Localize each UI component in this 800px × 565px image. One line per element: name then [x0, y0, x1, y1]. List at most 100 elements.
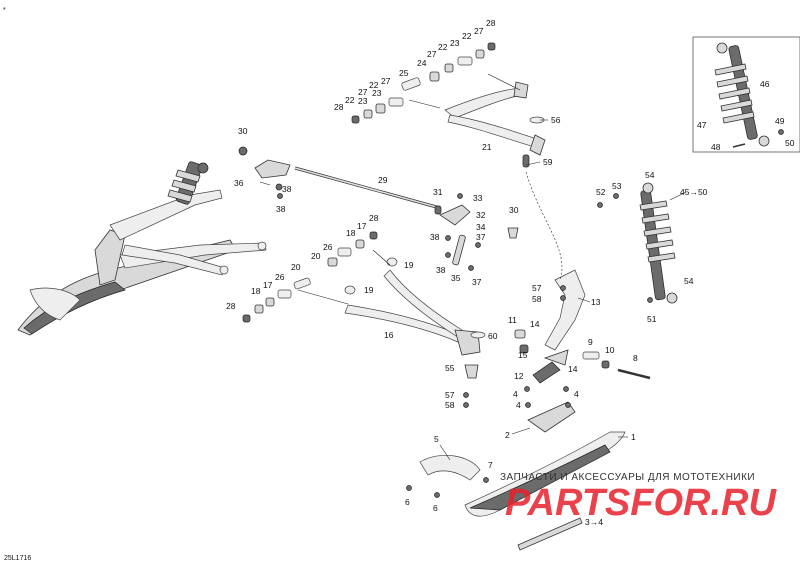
callout-28: 28	[369, 213, 379, 223]
callout-60: 60	[488, 331, 498, 341]
callout-22: 22	[345, 95, 355, 105]
callout-18: 18	[346, 228, 356, 238]
callout-51: 51	[647, 314, 657, 324]
callout-20: 20	[311, 251, 321, 261]
spindle	[514, 269, 651, 384]
watermark-logo: PARTSFOR.RU	[505, 482, 777, 524]
callout-26: 26	[275, 272, 285, 282]
upper-a-arm	[444, 81, 546, 168]
callout-14: 14	[568, 364, 578, 374]
shock-absorber	[597, 182, 678, 304]
callout-27: 27	[427, 49, 437, 59]
leader-lines	[259, 73, 687, 461]
callout-4: 4	[513, 389, 518, 399]
callout-25: 25	[399, 68, 409, 78]
upper-bushing-hardware	[351, 42, 496, 124]
callout-47: 47	[697, 120, 707, 130]
callout-3-4: 3→4	[585, 517, 603, 527]
callout-33: 33	[473, 193, 483, 203]
callout-23: 23	[358, 96, 368, 106]
callout-17: 17	[263, 280, 273, 290]
callout-26: 26	[323, 242, 333, 252]
callout-57: 57	[445, 390, 455, 400]
corner-mark: *	[3, 7, 6, 14]
callout-30: 30	[509, 205, 519, 215]
callout-57: 57	[532, 283, 542, 293]
callout-27: 27	[381, 76, 391, 86]
callout-27: 27	[358, 87, 368, 97]
callout-35: 35	[451, 273, 461, 283]
callout-28: 28	[226, 301, 236, 311]
callout-56: 56	[551, 115, 561, 125]
callout-37: 37	[472, 277, 482, 287]
callout-23: 23	[450, 38, 460, 48]
callout-10: 10	[605, 345, 615, 355]
callout-28: 28	[334, 102, 344, 112]
shock-inset	[692, 36, 800, 153]
callout-8: 8	[633, 353, 638, 363]
lower-a-arm	[344, 257, 486, 408]
callout-22: 22	[369, 80, 379, 90]
callout-12: 12	[514, 371, 524, 381]
callout-19: 19	[364, 285, 374, 295]
callout-38: 38	[282, 184, 292, 194]
callout-49: 49	[775, 116, 785, 126]
callout-28: 28	[486, 18, 496, 28]
callout-13: 13	[591, 297, 601, 307]
callout-58: 58	[532, 294, 542, 304]
callout-38: 38	[430, 232, 440, 242]
watermark-caption: ЗАПЧАСТИ И АКСЕССУАРЫ ДЛЯ МОТОТЕХНИКИ	[500, 472, 755, 483]
callout-59: 59	[543, 157, 553, 167]
callout-54: 54	[684, 276, 694, 286]
callouts: 28 27 23 22 27 22 23 27 24 25 27 22 23 2…	[226, 18, 795, 527]
callout-29: 29	[378, 175, 388, 185]
callout-27: 27	[474, 26, 484, 36]
callout-54: 54	[645, 170, 655, 180]
callout-38: 38	[276, 204, 286, 214]
callout-15: 15	[518, 350, 528, 360]
callout-14: 14	[530, 319, 540, 329]
sway-bar	[238, 146, 519, 271]
callout-2: 2	[505, 430, 510, 440]
callout-18: 18	[251, 286, 261, 296]
callout-22: 22	[438, 42, 448, 52]
lower-bushing-hardware	[242, 231, 378, 323]
callout-55: 55	[445, 363, 455, 373]
watermark: ЗАПЧАСТИ И АКСЕССУАРЫ ДЛЯ МОТОТЕХНИКИ PA…	[500, 472, 777, 524]
callout-53: 53	[612, 181, 622, 191]
callout-7: 7	[488, 460, 493, 470]
callout-48: 48	[711, 142, 721, 152]
callout-21: 21	[482, 142, 492, 152]
callout-9: 9	[588, 337, 593, 347]
callout-6: 6	[405, 497, 410, 507]
callout-45-50: 45→50	[680, 187, 708, 197]
ski	[406, 386, 626, 551]
callout-17: 17	[357, 221, 367, 231]
callout-38: 38	[436, 265, 446, 275]
callout-19: 19	[404, 260, 414, 270]
callout-1: 1	[631, 432, 636, 442]
diagram-code: 25L1716	[4, 555, 31, 562]
callout-24: 24	[417, 58, 427, 68]
callout-58: 58	[445, 400, 455, 410]
callout-6: 6	[433, 503, 438, 513]
callout-50: 50	[785, 138, 795, 148]
callout-37: 37	[476, 232, 486, 242]
callout-5: 5	[434, 434, 439, 444]
callout-52: 52	[596, 187, 606, 197]
callout-46: 46	[760, 79, 770, 89]
callout-20: 20	[291, 262, 301, 272]
callout-30: 30	[238, 126, 248, 136]
callout-16: 16	[384, 330, 394, 340]
callout-4: 4	[516, 400, 521, 410]
callout-34: 34	[476, 222, 486, 232]
callout-4: 4	[574, 389, 579, 399]
callout-31: 31	[433, 187, 443, 197]
callout-23: 23	[372, 88, 382, 98]
assembled-suspension-view	[17, 161, 267, 336]
callout-11: 11	[508, 315, 517, 325]
callout-36: 36	[234, 178, 244, 188]
callout-32: 32	[476, 210, 486, 220]
callout-22: 22	[462, 31, 472, 41]
